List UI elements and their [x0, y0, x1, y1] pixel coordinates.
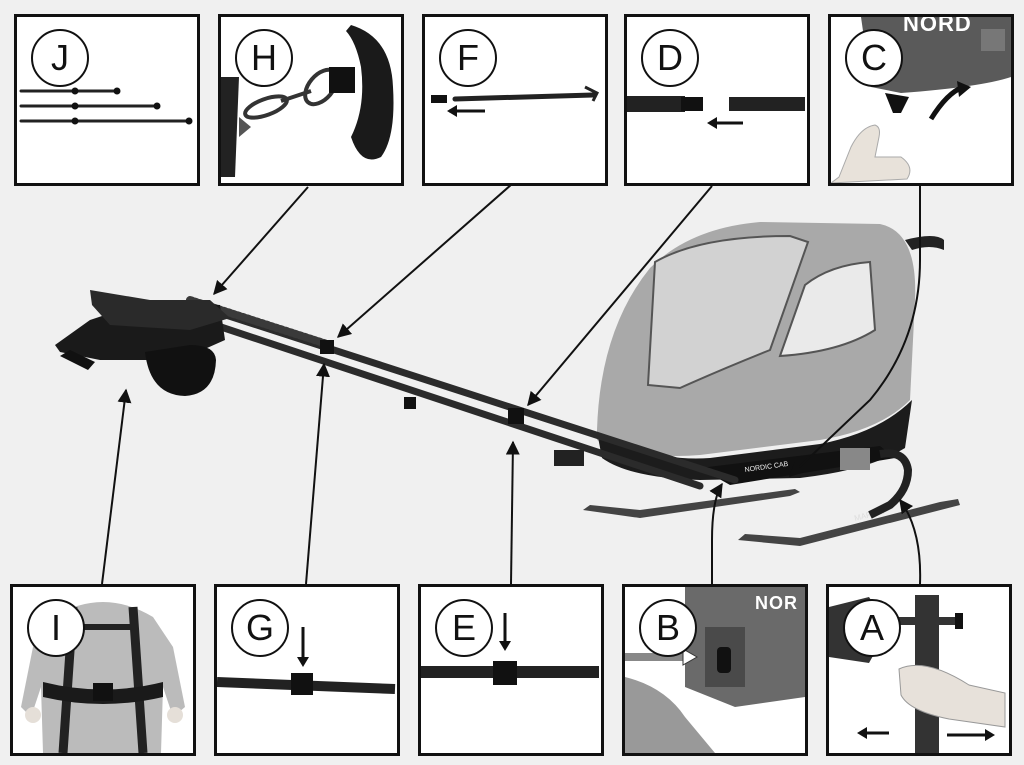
front-window	[646, 234, 810, 390]
panel-letter-h: H	[235, 29, 293, 87]
panel-i: I	[10, 584, 196, 756]
hitch-socket-figure	[625, 587, 805, 753]
rear-mount	[840, 448, 870, 470]
panel-d: D	[624, 14, 810, 186]
rear-ski-strut	[868, 449, 913, 519]
pole-insert-figure	[431, 85, 600, 117]
latch-figure	[831, 17, 1011, 183]
panel-letter-f: F	[439, 29, 497, 87]
panel-letter-i: I	[27, 599, 85, 657]
panel-letter-e: E	[435, 599, 493, 657]
panel-letter-b: B	[639, 599, 697, 657]
pole-sections-figure	[19, 87, 193, 125]
pole-joint-d	[508, 408, 524, 424]
carabiner-figure	[221, 25, 394, 177]
panel-f: F	[422, 14, 608, 186]
panel-b-brand: NOR	[755, 593, 798, 613]
panel-g: G	[214, 584, 400, 756]
panel-e: E	[418, 584, 604, 756]
panel-letter-d: D	[641, 29, 699, 87]
push-handle	[905, 236, 944, 250]
pole-connector-e	[554, 450, 584, 466]
pole-clip-figure-e	[421, 613, 599, 685]
panel-c-brand: NORD	[903, 14, 972, 36]
panel-letter-g: G	[231, 599, 289, 657]
panel-b: NOR B	[622, 584, 808, 756]
pole-clip-figure	[217, 627, 396, 695]
panel-j: J	[14, 14, 200, 186]
skis: MARSKI	[583, 489, 960, 546]
panel-h: H	[218, 14, 404, 186]
side-window	[778, 260, 877, 358]
leader-lines	[101, 183, 922, 585]
waist-harness	[55, 290, 230, 396]
pole-joint-f	[320, 340, 334, 354]
panel-letter-a: A	[843, 599, 901, 657]
panel-letter-j: J	[31, 29, 89, 87]
panel-letter-c: C	[845, 29, 903, 87]
panel-c: NORD C	[828, 14, 1014, 186]
panel-a: A	[826, 584, 1012, 756]
pole-joint-g	[404, 397, 416, 409]
pole-joint-figure	[627, 96, 805, 129]
